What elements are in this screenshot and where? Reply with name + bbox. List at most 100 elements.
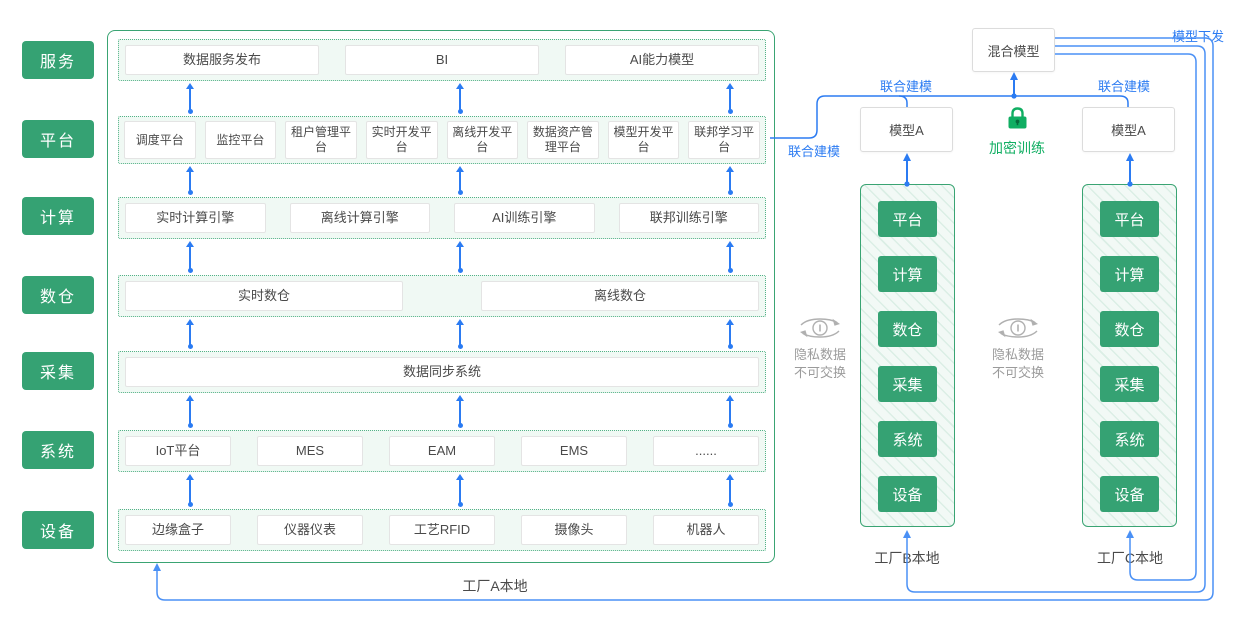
factory-b-cell: 数仓	[878, 311, 937, 347]
factory-c-caption: 工厂C本地	[1096, 550, 1164, 566]
platform-box: 联邦学习平台	[688, 121, 760, 159]
device-box: 仪器仪表	[257, 515, 363, 545]
collection-box: 数据同步系统	[125, 357, 759, 387]
model-distribution-arrowhead-b	[903, 530, 911, 538]
layer-label-device: 设备	[22, 511, 94, 549]
factory-a-container: 数据服务发布 BI AI能力模型 调度平台 监控平台 租户管理平台 实时开发平台…	[107, 30, 775, 563]
compute-box: 离线计算引擎	[289, 203, 430, 233]
lock-icon	[1004, 105, 1031, 137]
no-data-exchange-icon	[794, 315, 846, 346]
factory-b-column: 平台 计算 数仓 采集 系统 设备	[860, 184, 955, 527]
platform-box: 实时开发平台	[365, 121, 438, 159]
compute-box: 实时计算引擎	[125, 203, 266, 233]
model-distribution-label: 模型下发	[1172, 29, 1225, 44]
platform-box: 数据资产管理平台	[527, 121, 599, 159]
layer-row-platform: 调度平台 监控平台 租户管理平台 实时开发平台 离线开发平台 数据资产管理平台 …	[118, 116, 766, 164]
system-box: ......	[653, 436, 759, 466]
model-a-left-box: 模型A	[860, 107, 953, 152]
layer-label-collection: 采集	[22, 352, 94, 390]
layer-row-warehouse: 实时数仓 离线数仓	[118, 275, 766, 317]
column-c-model-arrowhead	[1126, 153, 1134, 161]
up-arrow	[725, 166, 735, 195]
up-arrow	[455, 83, 465, 114]
factory-c-cell: 系统	[1100, 421, 1159, 457]
platform-box: 离线开发平台	[446, 121, 519, 159]
factory-c-column: 平台 计算 数仓 采集 系统 设备	[1082, 184, 1177, 527]
privacy-note-line2: 不可交换	[991, 365, 1044, 380]
up-arrow	[455, 319, 465, 349]
device-box: 工艺RFID	[389, 515, 495, 545]
privacy-note: 隐私数据 不可交换	[988, 346, 1048, 382]
factory-b-caption: 工厂B本地	[874, 550, 940, 566]
model-distribution-arrowhead-a	[153, 563, 161, 571]
compute-box: AI训练引擎	[454, 203, 595, 233]
up-arrow	[185, 319, 195, 349]
system-box: EMS	[521, 436, 627, 466]
warehouse-box: 实时数仓	[125, 281, 403, 311]
layer-label-service: 服务	[22, 41, 94, 79]
service-box: BI	[345, 45, 539, 75]
up-arrow	[455, 474, 465, 507]
layer-label-system: 系统	[22, 431, 94, 469]
joint-modeling-label: 联合建模	[880, 79, 933, 94]
layer-row-collection: 数据同步系统	[118, 351, 766, 393]
encrypted-training-label: 加密训练	[989, 140, 1045, 156]
system-box: IoT平台	[125, 436, 231, 466]
device-box: 摄像头	[521, 515, 627, 545]
privacy-note: 隐私数据 不可交换	[790, 346, 850, 382]
privacy-note-line2: 不可交换	[793, 365, 846, 380]
device-box: 边缘盒子	[125, 515, 231, 545]
layer-row-system: IoT平台 MES EAM EMS ......	[118, 430, 766, 472]
joint-modeling-label: 联合建模	[1098, 79, 1151, 94]
platform-box: 模型开发平台	[607, 121, 680, 159]
factory-c-cell: 平台	[1100, 201, 1159, 237]
layer-label-warehouse: 数仓	[22, 276, 94, 314]
compute-box: 联邦训练引擎	[618, 203, 759, 233]
up-arrow	[455, 241, 465, 273]
hybrid-model-box: 混合模型	[972, 28, 1055, 72]
factory-a-caption: 工厂A本地	[462, 578, 528, 594]
factory-b-cell: 系统	[878, 421, 937, 457]
system-box: EAM	[389, 436, 495, 466]
layer-row-service: 数据服务发布 BI AI能力模型	[118, 39, 766, 81]
up-arrow	[185, 474, 195, 507]
up-arrow	[185, 395, 195, 428]
layer-label-platform: 平台	[22, 120, 94, 158]
system-box: MES	[257, 436, 363, 466]
hybrid-model-arrowhead	[1010, 72, 1018, 80]
up-arrow	[725, 474, 735, 507]
warehouse-box: 离线数仓	[481, 281, 759, 311]
up-arrow	[185, 166, 195, 195]
up-arrow	[725, 395, 735, 428]
up-arrow	[725, 319, 735, 349]
model-a-right-box: 模型A	[1082, 107, 1175, 152]
factory-c-cell: 采集	[1100, 366, 1159, 402]
no-data-exchange-icon	[992, 315, 1044, 346]
up-arrow	[455, 395, 465, 428]
factory-b-cell: 设备	[878, 476, 937, 512]
service-box: 数据服务发布	[125, 45, 319, 75]
factory-b-cell: 平台	[878, 201, 937, 237]
privacy-note-line1: 隐私数据	[793, 347, 846, 362]
up-arrow	[185, 241, 195, 273]
platform-box: 租户管理平台	[285, 121, 357, 159]
column-b-model-arrowhead	[903, 153, 911, 161]
joint-modeling-branch-left	[898, 95, 908, 107]
joint-modeling-label: 联合建模	[788, 144, 841, 159]
up-arrow	[725, 241, 735, 273]
platform-box: 调度平台	[124, 121, 196, 159]
layer-row-device: 边缘盒子 仪器仪表 工艺RFID 摄像头 机器人	[118, 509, 766, 551]
factory-c-cell: 计算	[1100, 256, 1159, 292]
factory-b-cell: 计算	[878, 256, 937, 292]
up-arrow	[185, 83, 195, 114]
service-box: AI能力模型	[565, 45, 759, 75]
up-arrow	[455, 166, 465, 195]
privacy-note-line1: 隐私数据	[991, 347, 1044, 362]
up-arrow	[725, 83, 735, 114]
factory-c-cell: 设备	[1100, 476, 1159, 512]
platform-box: 监控平台	[204, 121, 277, 159]
bus-junction-dot	[1011, 93, 1017, 99]
factory-b-cell: 采集	[878, 366, 937, 402]
layer-row-compute: 实时计算引擎 离线计算引擎 AI训练引擎 联邦训练引擎	[118, 197, 766, 239]
